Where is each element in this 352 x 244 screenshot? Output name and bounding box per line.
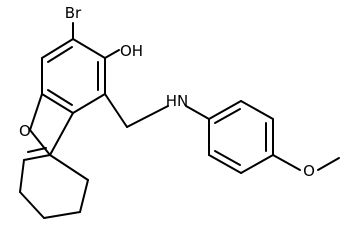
bromine-label: Br <box>65 4 82 22</box>
bond-n-aryl <box>185 105 210 120</box>
bonds <box>19 22 340 219</box>
bond-ring-a-1 <box>72 38 106 59</box>
bond-o-methyl <box>317 157 340 171</box>
hydroxyl-label: OH <box>120 42 143 60</box>
amine-label: HN <box>166 92 189 110</box>
atom-labels: Br OH O HN O <box>19 4 315 180</box>
methoxy-oxygen-label: O <box>303 162 315 180</box>
bond-cyclohexene-4 <box>79 179 89 213</box>
bond-ring-a-6-inner <box>47 46 73 63</box>
furan-oxygen-label: O <box>19 122 31 140</box>
bond-ring-b-2 <box>240 100 274 120</box>
bond-furan-1 <box>29 93 43 131</box>
bond-ring-b-4 <box>240 154 274 174</box>
bond-c-ch2 <box>104 93 128 128</box>
bond-cyclohexene-3 <box>43 211 81 219</box>
bond-ring-a-4 <box>41 93 74 114</box>
bond-ring-b-5 <box>208 154 242 174</box>
bond-furan-4 <box>23 154 51 161</box>
bond-furan-4-inner <box>27 147 47 153</box>
bond-ring-b-5-inner <box>214 150 241 166</box>
bond-furan-2 <box>29 129 51 156</box>
bond-ch2-n <box>126 105 169 128</box>
bond-ring-b-1-inner <box>214 108 241 124</box>
bond-cyclohexene-5 <box>49 154 89 181</box>
bond-ring-a-3 <box>72 93 106 114</box>
bond-ring-b-1 <box>208 100 242 120</box>
bond-ring-a-4-inner <box>47 89 73 106</box>
bond-aryl-o <box>272 154 301 171</box>
bond-cyclohexene-2 <box>19 191 45 219</box>
bond-cyclohexene-1 <box>19 159 25 193</box>
bond-ring-a-6 <box>41 38 74 59</box>
bond-c-oh <box>104 49 120 59</box>
bond-furan-3 <box>49 112 74 156</box>
